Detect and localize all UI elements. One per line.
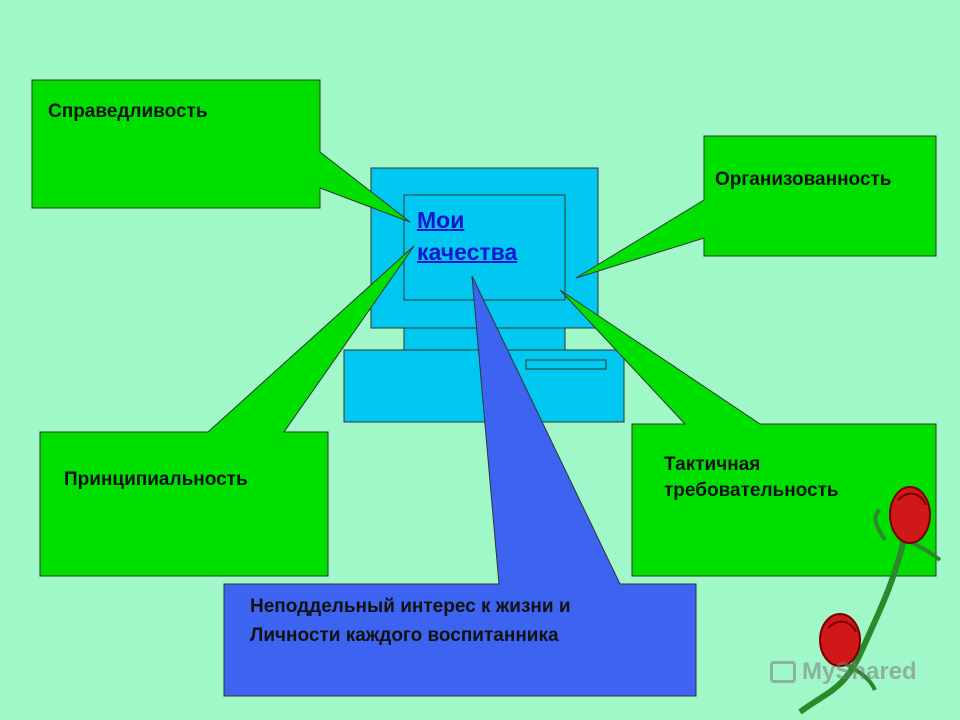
watermark-logo-icon: [770, 661, 796, 683]
callout-bottom-left: [39, 245, 415, 577]
watermark: MyShared: [770, 658, 917, 686]
center-title-line1: Мои: [417, 207, 465, 233]
interest-text-line2: Личности каждого воспитанника: [250, 625, 559, 646]
quality-principles: Принципиальность: [64, 469, 248, 490]
interest-text: Неподдельный интерес к жизни и Личности …: [250, 592, 690, 650]
drive-slot: [525, 359, 607, 370]
quality-tact: Тактичная требовательность: [664, 452, 839, 504]
center-title-line2: качества: [417, 239, 518, 265]
quality-tact-line1: Тактичная: [664, 454, 761, 475]
callout-bottom-blue: [223, 275, 697, 697]
quality-organization: Организованность: [715, 169, 892, 190]
callout-top-right: [575, 135, 937, 279]
center-title[interactable]: Мои качества: [417, 204, 557, 268]
quality-tact-line2: требовательность: [664, 480, 839, 501]
monitor-screen: [403, 194, 566, 301]
rose-decoration: [798, 486, 942, 715]
interest-text-line1: Неподдельный интерес к жизни и: [250, 596, 571, 617]
callout-bottom-right: [559, 289, 937, 577]
watermark-text: MyShared: [802, 658, 917, 685]
quality-justice: Справедливость: [48, 101, 208, 122]
callout-top-left: [31, 79, 411, 223]
